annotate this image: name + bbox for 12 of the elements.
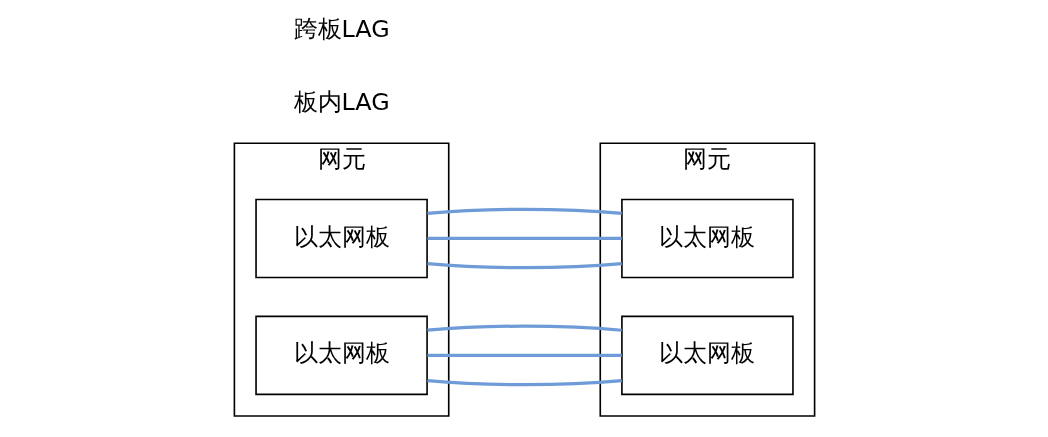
node-box: 以太网板 [254,198,428,278]
node-box: 以太网板 [620,198,794,278]
connector [426,236,622,240]
connector [426,324,622,332]
label: 跨板LAG [293,14,390,43]
connector [426,207,622,215]
connector [426,378,622,386]
node-box: 以太网板 [254,315,428,395]
label: 板内LAG [293,87,390,116]
connector [426,353,622,357]
connector [426,261,622,269]
node-box: 以太网板 [620,315,794,395]
